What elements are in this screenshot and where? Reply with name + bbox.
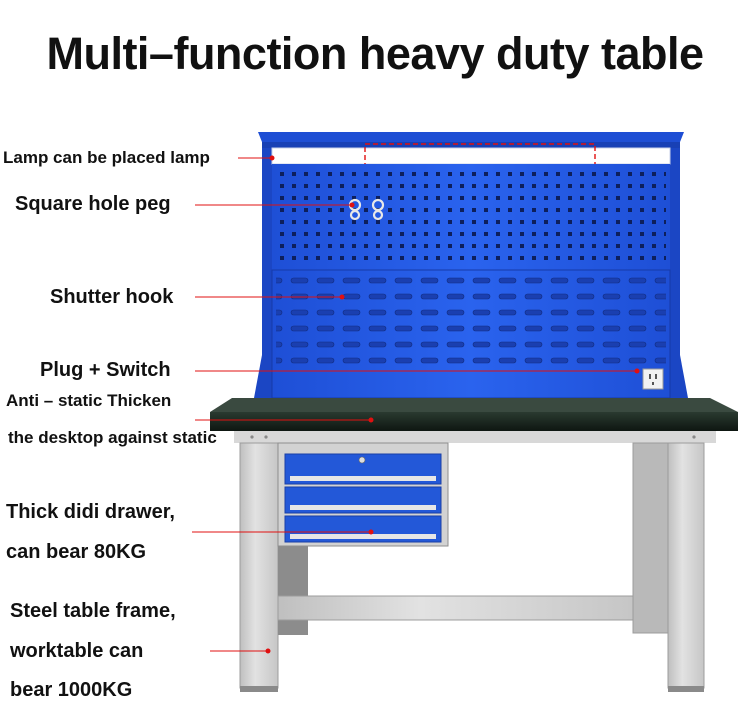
pegboard [272,164,670,270]
label-antistatic-line1: Anti – static Thicken [6,391,172,410]
panel-top-cap [258,132,684,149]
panel-uprights [254,148,688,398]
label-plug-switch: Plug + Switch [40,359,171,381]
page-title: Multi–function heavy duty table [46,28,704,79]
label-peg: Square hole peg [15,193,171,215]
antistatic-desktop [210,398,738,443]
label-antistatic-line2: the desktop against static [8,428,217,447]
steel-frame [239,442,705,692]
label-shutter-hook: Shutter hook [50,286,174,308]
drawer-cabinet [277,442,449,547]
power-socket [642,368,664,390]
louvre-panel [271,269,671,399]
label-frame-line2: worktable can [10,640,144,662]
label-frame-line1: Steel table frame, [10,600,176,622]
pointer-dots [265,155,640,654]
label-drawer-line2: can bear 80KG [6,541,147,563]
label-frame-line3: bear 1000KG [10,679,133,701]
label-drawer-line1: Thick didi drawer, [6,501,175,523]
pointer-lines [192,157,636,652]
label-lamp: Lamp can be placed lamp [3,148,210,167]
